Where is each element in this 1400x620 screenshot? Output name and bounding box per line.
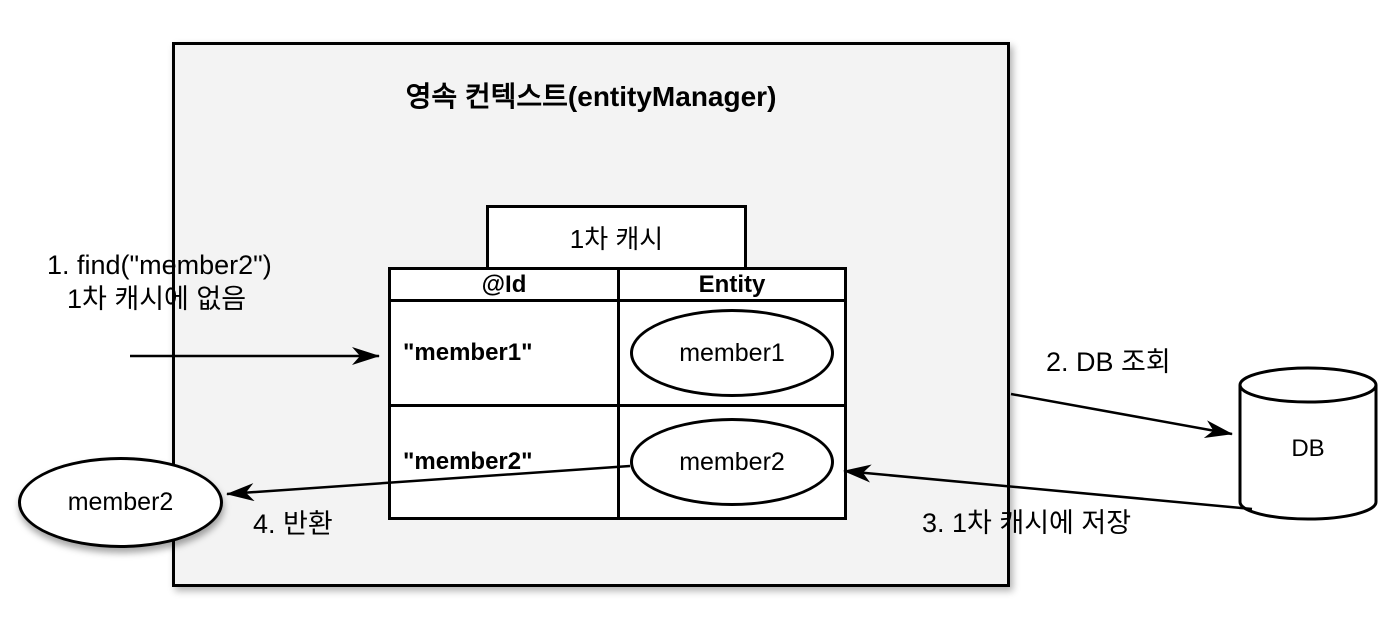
first-level-cache-label: 1차 캐시 bbox=[569, 224, 664, 254]
returned-entity-label: member2 bbox=[67, 488, 174, 516]
entity-ellipse-member1: member1 bbox=[630, 309, 834, 397]
cache-table-header-entity: Entity bbox=[620, 270, 844, 302]
step4-label: 4. 반환 bbox=[253, 509, 333, 539]
step2-label: 2. DB 조회 bbox=[1046, 347, 1171, 377]
cache-table: @Id Entity "member1" member1 "member2" m… bbox=[388, 267, 847, 520]
table-row-member2-id: "member2" bbox=[391, 407, 620, 517]
first-level-cache-label-box: 1차 캐시 bbox=[486, 205, 747, 270]
entity-ellipse-member2: member2 bbox=[630, 418, 834, 506]
table-row-member1-entity: member1 bbox=[620, 302, 844, 407]
returned-entity-ellipse: member2 bbox=[18, 457, 223, 548]
cache-table-header-id: @Id bbox=[391, 270, 620, 302]
step1-label: 1. find("member2") 1차 캐시에 없음 bbox=[47, 248, 272, 316]
step1-label-line1: 1. find("member2") bbox=[47, 250, 272, 280]
entity-ellipse-member2-label: member2 bbox=[679, 447, 785, 476]
table-row-member1-id: "member1" bbox=[391, 302, 620, 407]
db-label: DB bbox=[1291, 435, 1324, 462]
step2-db-lookup-arrow bbox=[1010, 392, 1233, 439]
step3-label: 3. 1차 캐시에 저장 bbox=[922, 508, 1132, 538]
step1-label-line2: 1차 캐시에 없음 bbox=[67, 284, 247, 314]
table-row-member2-entity: member2 bbox=[620, 407, 844, 517]
entity-ellipse-member1-label: member1 bbox=[679, 338, 785, 367]
db-cylinder: DB bbox=[1238, 366, 1378, 521]
persistence-context-title: 영속 컨텍스트(entityManager) bbox=[405, 81, 777, 112]
